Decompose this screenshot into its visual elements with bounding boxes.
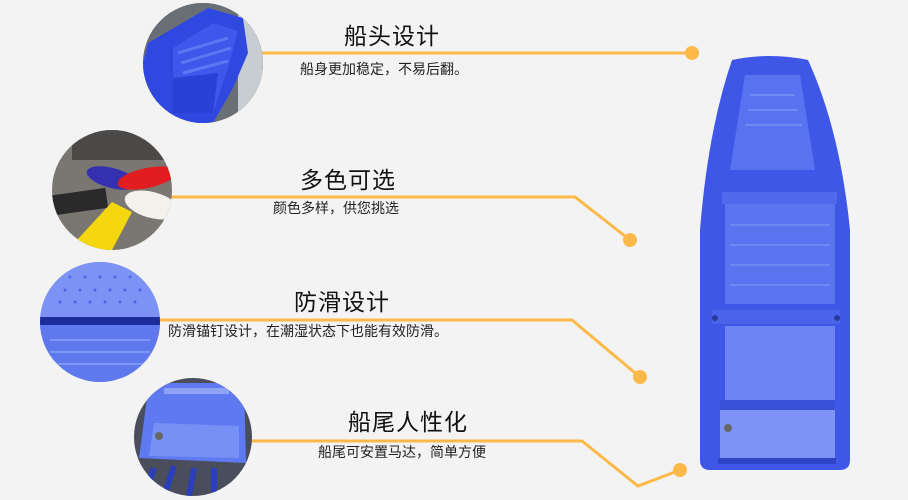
feature-title-1: 船头设计 [344, 24, 440, 50]
dot-4 [673, 463, 687, 477]
feature-title-2: 多色可选 [300, 168, 396, 194]
feature-desc-3: 防滑锚钉设计，在潮湿状态下也能有效防滑。 [168, 324, 448, 340]
feature-desc-2: 颜色多样，供您挑选 [273, 201, 399, 217]
dot-2 [623, 233, 637, 247]
dot-3 [633, 370, 647, 384]
feature-title-3: 防滑设计 [294, 290, 390, 316]
multicolor-boats-image [52, 130, 172, 250]
boat-stern-image [134, 378, 252, 496]
feature-title-4: 船尾人性化 [348, 410, 468, 436]
product-boat-image [700, 56, 850, 470]
feature-desc-1: 船身更加稳定，不易后翻。 [300, 62, 468, 78]
anti-slip-image [40, 262, 160, 382]
dot-1 [685, 46, 699, 60]
boat-bow-image [143, 3, 263, 123]
feature-desc-4: 船尾可安置马达，简单方便 [318, 445, 486, 461]
